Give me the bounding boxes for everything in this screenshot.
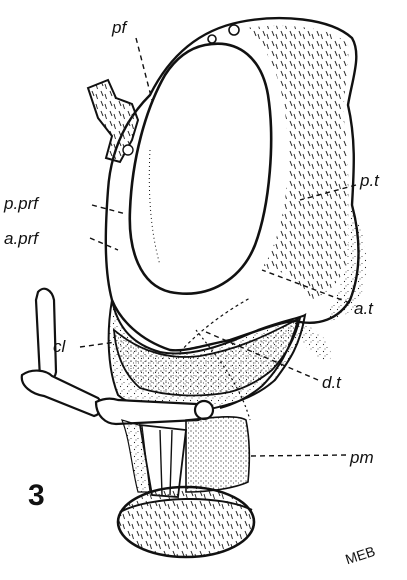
label-pprf: p.prf bbox=[3, 194, 40, 213]
label-pt: p.t bbox=[359, 171, 380, 190]
artist-signature: MEB bbox=[343, 543, 377, 568]
palp-joint bbox=[22, 371, 102, 416]
palp-distal bbox=[36, 289, 56, 381]
ocellus-2 bbox=[208, 35, 216, 43]
prementum bbox=[186, 417, 249, 492]
label-pf: pf bbox=[111, 18, 128, 37]
antennal-socket bbox=[123, 145, 133, 155]
palp-knob bbox=[195, 401, 213, 419]
label-aprf: a.prf bbox=[4, 229, 40, 248]
label-pm: pm bbox=[349, 448, 374, 467]
label-cl: cl bbox=[53, 337, 67, 356]
compound-eye bbox=[130, 44, 271, 294]
leader-pprf bbox=[92, 205, 126, 214]
labellum bbox=[118, 487, 254, 557]
stippled-margin-lower bbox=[300, 322, 331, 360]
label-at: a.t bbox=[354, 299, 374, 318]
leader-pm bbox=[250, 455, 346, 456]
figure-number: 3 bbox=[28, 479, 45, 512]
ocellus bbox=[229, 25, 239, 35]
leader-aprf bbox=[90, 238, 118, 250]
leader-pf bbox=[136, 38, 152, 100]
label-dt: d.t bbox=[322, 373, 342, 392]
